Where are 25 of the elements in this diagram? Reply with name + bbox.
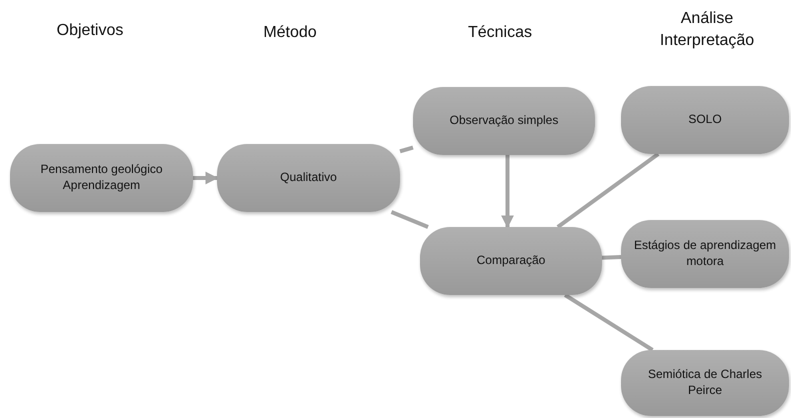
node-label: Pensamento geológico Aprendizagem <box>39 162 164 194</box>
arrow <box>501 155 514 228</box>
column-heading: Método <box>262 23 318 43</box>
node-label: Comparação <box>476 253 546 269</box>
rounded-box <box>621 220 789 288</box>
rounded-box <box>217 144 400 212</box>
column-heading: Objetivos <box>56 21 124 41</box>
rounded-box <box>10 144 193 212</box>
rounded-box <box>621 350 789 416</box>
arrow <box>193 172 218 184</box>
column-heading: Técnicas <box>466 23 534 43</box>
column-heading: Análise Interpretação <box>658 9 756 51</box>
node-label: Observação simples <box>450 113 558 129</box>
rounded-box <box>420 227 602 295</box>
connector-line <box>390 210 429 229</box>
rounded-box <box>413 87 595 155</box>
connector-line <box>602 255 622 260</box>
connector-line <box>556 152 660 229</box>
node-label: Estágios de aprendizagem motora <box>632 238 778 270</box>
node-label: Semiótica de Charles Peirce <box>646 367 764 399</box>
connector-line <box>564 293 654 352</box>
connector-line <box>399 146 414 154</box>
node-label: SOLO <box>688 112 722 128</box>
node-label: Qualitativo <box>280 170 337 186</box>
rounded-box <box>621 86 789 154</box>
